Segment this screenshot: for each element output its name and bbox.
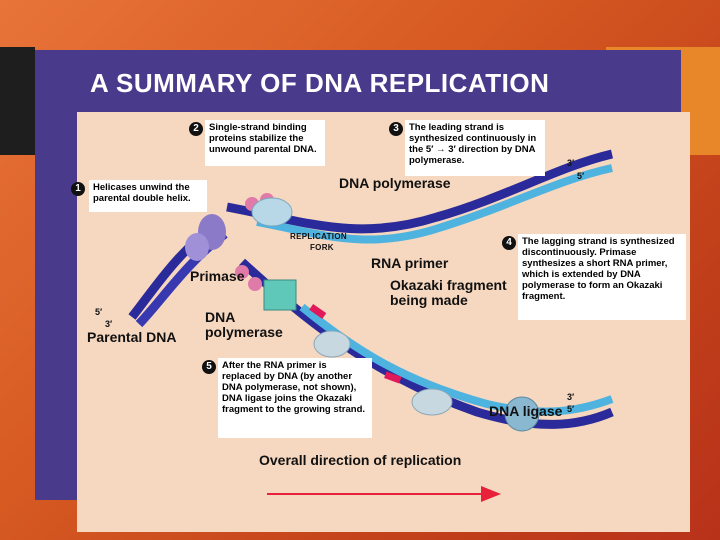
strand-end-left-5: 5′: [95, 305, 102, 320]
label-rna-primer: RNA primer: [371, 256, 448, 271]
label-parental-dna: Parental DNA: [87, 330, 176, 345]
label-overall-direction: Overall direction of replication: [259, 453, 461, 468]
step-5-number: 5: [202, 360, 216, 374]
step-3-number: 3: [389, 122, 403, 136]
strand-end-top-right-3: 3′: [567, 156, 574, 171]
dna-polymerase-lagging: [314, 331, 350, 357]
label-dna-polymerase-bottom-1: DNA: [205, 310, 235, 325]
label-fork: FORK: [310, 240, 334, 255]
note-ligase-text: After the RNA primer is replaced by DNA …: [222, 360, 368, 415]
figure-title: A SUMMARY OF DNA REPLICATION: [90, 68, 650, 99]
step-4-number: 4: [502, 236, 516, 250]
note-lagging-strand: The lagging strand is synthesized discon…: [518, 234, 686, 320]
note-ligase: After the RNA primer is replaced by DNA …: [218, 358, 372, 438]
note-helicase: Helicases unwind the parental double hel…: [89, 180, 207, 212]
label-dna-polymerase-bottom-2: polymerase: [205, 325, 283, 340]
ssb-protein-4: [248, 277, 262, 291]
note-helicase-text: Helicases unwind the parental double hel…: [93, 182, 203, 204]
diagram-panel: 1 Helicases unwind the parental double h…: [77, 112, 690, 532]
primase-protein: [264, 280, 296, 310]
dna-polymerase-okazaki: [412, 389, 452, 415]
strand-end-bottom-right-5: 5′: [567, 402, 574, 417]
label-primase: Primase: [190, 269, 244, 284]
label-dna-polymerase-top: DNA polymerase: [339, 176, 451, 191]
step-1-number: 1: [71, 182, 85, 196]
note-ssb-text: Single-strand binding proteins stabilize…: [209, 122, 321, 155]
label-okazaki-1: Okazaki fragment: [390, 278, 507, 293]
note-lagging-strand-text: The lagging strand is synthesized discon…: [522, 236, 682, 302]
note-leading-strand: The leading strand is synthesized contin…: [405, 120, 545, 176]
label-dna-ligase: DNA ligase: [489, 404, 562, 419]
strand-end-top-right-5: 5′: [577, 169, 584, 184]
decorative-dark-bar: [0, 47, 35, 155]
note-leading-strand-text: The leading strand is synthesized contin…: [409, 122, 541, 166]
dna-polymerase-leading: [252, 198, 292, 226]
helicase-protein-2: [185, 233, 209, 261]
slide-figure: A SUMMARY OF DNA REPLICATION: [35, 50, 681, 500]
step-2-number: 2: [189, 122, 203, 136]
label-okazaki-2: being made: [390, 293, 468, 308]
strand-end-left-3: 3′: [105, 317, 112, 332]
note-ssb: Single-strand binding proteins stabilize…: [205, 120, 325, 166]
